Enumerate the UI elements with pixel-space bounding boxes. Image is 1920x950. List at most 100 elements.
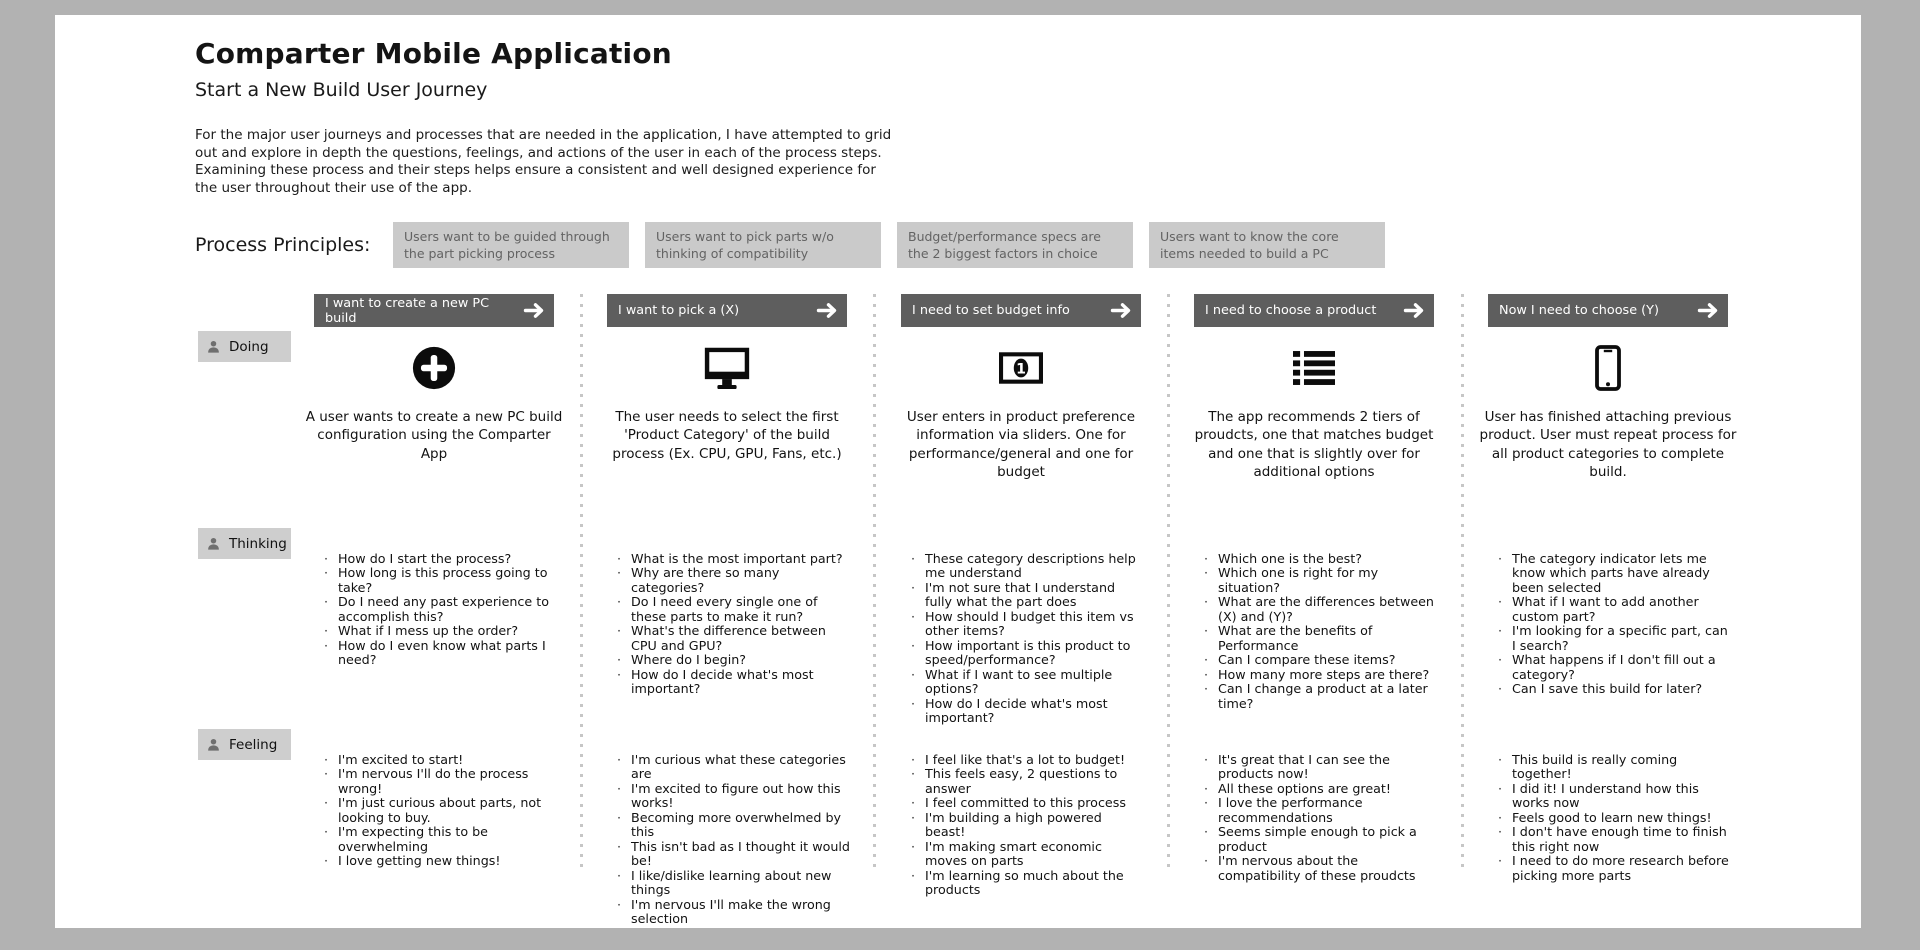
bullet-item: What if I want to add another custom par… [1495, 595, 1733, 624]
principle-box: Users want to know the core items needed… [1149, 222, 1385, 268]
thinking-list: How do I start the process?How long is t… [321, 551, 559, 668]
journey-step-header: Now I need to choose (Y) [1488, 294, 1728, 327]
journey-step-header: I want to create a new PC build [314, 294, 554, 327]
bullet-item: Which one is right for my situation? [1201, 566, 1439, 595]
bullet-item: I'm expecting this to be overwhelming [321, 825, 559, 854]
bullet-item: What are the differences between (X) and… [1201, 595, 1439, 624]
bullet-item: Do I need any past experience to accompl… [321, 595, 559, 624]
bullet-item: Why are there so many categories? [614, 566, 852, 595]
bullet-item: What if I want to see multiple options? [908, 667, 1146, 697]
principle-box: Users want to pick parts w/o thinking of… [645, 222, 881, 268]
person-icon [206, 536, 221, 551]
bullet-item: I'm making smart economic moves on parts [908, 839, 1146, 869]
bullet-item: Becoming more overwhelmed by this [614, 810, 852, 840]
bullet-item: The category indicator lets me know whic… [1495, 551, 1733, 595]
bullet-item: Can I change a product at a later time? [1201, 681, 1439, 711]
doing-description: User enters in product preference inform… [906, 409, 1136, 481]
bullet-item: I'm looking for a specific part, can I s… [1495, 624, 1733, 653]
bullet-item: It's great that I can see the products n… [1201, 752, 1439, 782]
bullet-item: These category descriptions help me unde… [908, 551, 1146, 581]
bullet-item: I'm nervous about the compatibility of t… [1201, 854, 1439, 883]
arrow-right-icon [523, 302, 545, 319]
bullet-item: I'm learning so much about the products [908, 868, 1146, 898]
column-separator [1167, 294, 1170, 874]
bullet-item: Where do I begin? [614, 652, 852, 668]
smartphone-icon [1483, 342, 1733, 394]
feeling-list: I'm curious what these categories areI'm… [614, 752, 852, 927]
intro-paragraph: For the major user journeys and processe… [195, 127, 892, 196]
doing-description: The user needs to select the first 'Prod… [612, 409, 842, 462]
bullet-item: This build is really coming together! [1495, 752, 1733, 782]
row-label-text: Doing [229, 338, 269, 355]
bullet-item: Feels good to learn new things! [1495, 810, 1733, 826]
arrow-right-icon [1110, 302, 1132, 319]
journey-column-4: I need to choose a product The app recom… [1189, 294, 1439, 894]
bullet-item: How do I decide what's most important? [908, 696, 1146, 726]
journey-step-label: Now I need to choose (Y) [1499, 303, 1659, 318]
bullet-item: What's the difference between CPU and GP… [614, 624, 852, 653]
list-icon [1189, 342, 1439, 394]
bullet-item: I love the performance recommendations [1201, 796, 1439, 825]
journey-column-3: I need to set budget info 1 User enters … [896, 294, 1146, 897]
column-separator [580, 294, 583, 874]
principle-box: Users want to be guided through the part… [393, 222, 629, 268]
process-principles-label: Process Principles: [195, 234, 371, 256]
bullet-item: Which one is the best? [1201, 551, 1439, 567]
journey-step-label: I want to create a new PC build [325, 295, 490, 326]
bullet-item: All these options are great! [1201, 781, 1439, 797]
bullet-item: How long is this process going to take? [321, 566, 559, 595]
person-icon [206, 339, 221, 354]
principle-box: Budget/performance specs are the 2 bigge… [897, 222, 1133, 268]
row-label-doing: Doing [198, 331, 291, 362]
feeling-list: This build is really coming together!I d… [1495, 752, 1733, 883]
row-label-text: Thinking [229, 535, 287, 552]
bullet-item: This feels easy, 2 questions to answer [908, 767, 1146, 796]
bullet-item: Can I compare these items? [1201, 652, 1439, 668]
person-icon [206, 737, 221, 752]
feeling-list: I feel like that's a lot to budget!This … [908, 752, 1146, 898]
row-label-text: Feeling [229, 736, 278, 753]
bullet-item: I'm building a high powered beast! [908, 810, 1146, 840]
bullet-item: I need to do more research before pickin… [1495, 854, 1733, 883]
journey-column-5: Now I need to choose (Y) User has finish… [1480, 294, 1736, 894]
bullet-item: I did it! I understand how this works no… [1495, 781, 1733, 811]
bullet-item: I'm nervous I'll make the wrong selectio… [614, 897, 852, 927]
bullet-item: How do I decide what's most important? [614, 667, 852, 697]
svg-text:1: 1 [1016, 361, 1026, 377]
bullet-item: Seems simple enough to pick a product [1201, 825, 1439, 854]
money-bill-icon: 1 [896, 342, 1146, 394]
bullet-item: How should I budget this item vs other i… [908, 609, 1146, 639]
bullet-item: What if I mess up the order? [321, 623, 559, 639]
bullet-item: I'm excited to figure out how this works… [614, 781, 852, 811]
bullet-item: Do I need every single one of these part… [614, 595, 852, 624]
feeling-list: It's great that I can see the products n… [1201, 752, 1439, 883]
journey-step-header: I need to set budget info [901, 294, 1141, 327]
row-label-feeling: Feeling [198, 729, 291, 760]
thinking-list: Which one is the best?Which one is right… [1201, 551, 1439, 711]
journey-step-header: I want to pick a (X) [607, 294, 847, 327]
thinking-list: What is the most important part?Why are … [614, 551, 852, 697]
thinking-list: These category descriptions help me unde… [908, 551, 1146, 726]
arrow-right-icon [1697, 302, 1719, 319]
desktop-monitor-icon [602, 342, 852, 394]
thinking-list: The category indicator lets me know whic… [1495, 551, 1733, 697]
bullet-item: What are the benefits of Performance [1201, 624, 1439, 653]
journey-map-card: Comparter Mobile Application Start a New… [55, 15, 1861, 928]
bullet-item: How many more steps are there? [1201, 667, 1439, 683]
doing-description: The app recommends 2 tiers of proudcts, … [1194, 409, 1434, 481]
bullet-item: I'm excited to start! [321, 752, 559, 768]
bullet-item: How important is this product to speed/p… [908, 638, 1146, 668]
bullet-item: I feel committed to this process [908, 795, 1146, 811]
bullet-item: I'm curious what these categories are [614, 752, 852, 782]
bullet-item: This isn't bad as I thought it would be! [614, 839, 852, 869]
page-subtitle: Start a New Build User Journey [195, 79, 488, 101]
journey-column-2: I want to pick a (X) The user needs to s… [602, 294, 852, 926]
bullet-item: I'm nervous I'll do the process wrong! [321, 767, 559, 796]
bullet-item: What is the most important part? [614, 551, 852, 567]
journey-step-label: I want to pick a (X) [618, 303, 740, 318]
bullet-item: Can I save this build for later? [1495, 681, 1733, 697]
journey-step-label: I need to set budget info [912, 303, 1070, 318]
column-separator [1461, 294, 1464, 874]
bullet-item: I like/dislike learning about new things [614, 868, 852, 898]
